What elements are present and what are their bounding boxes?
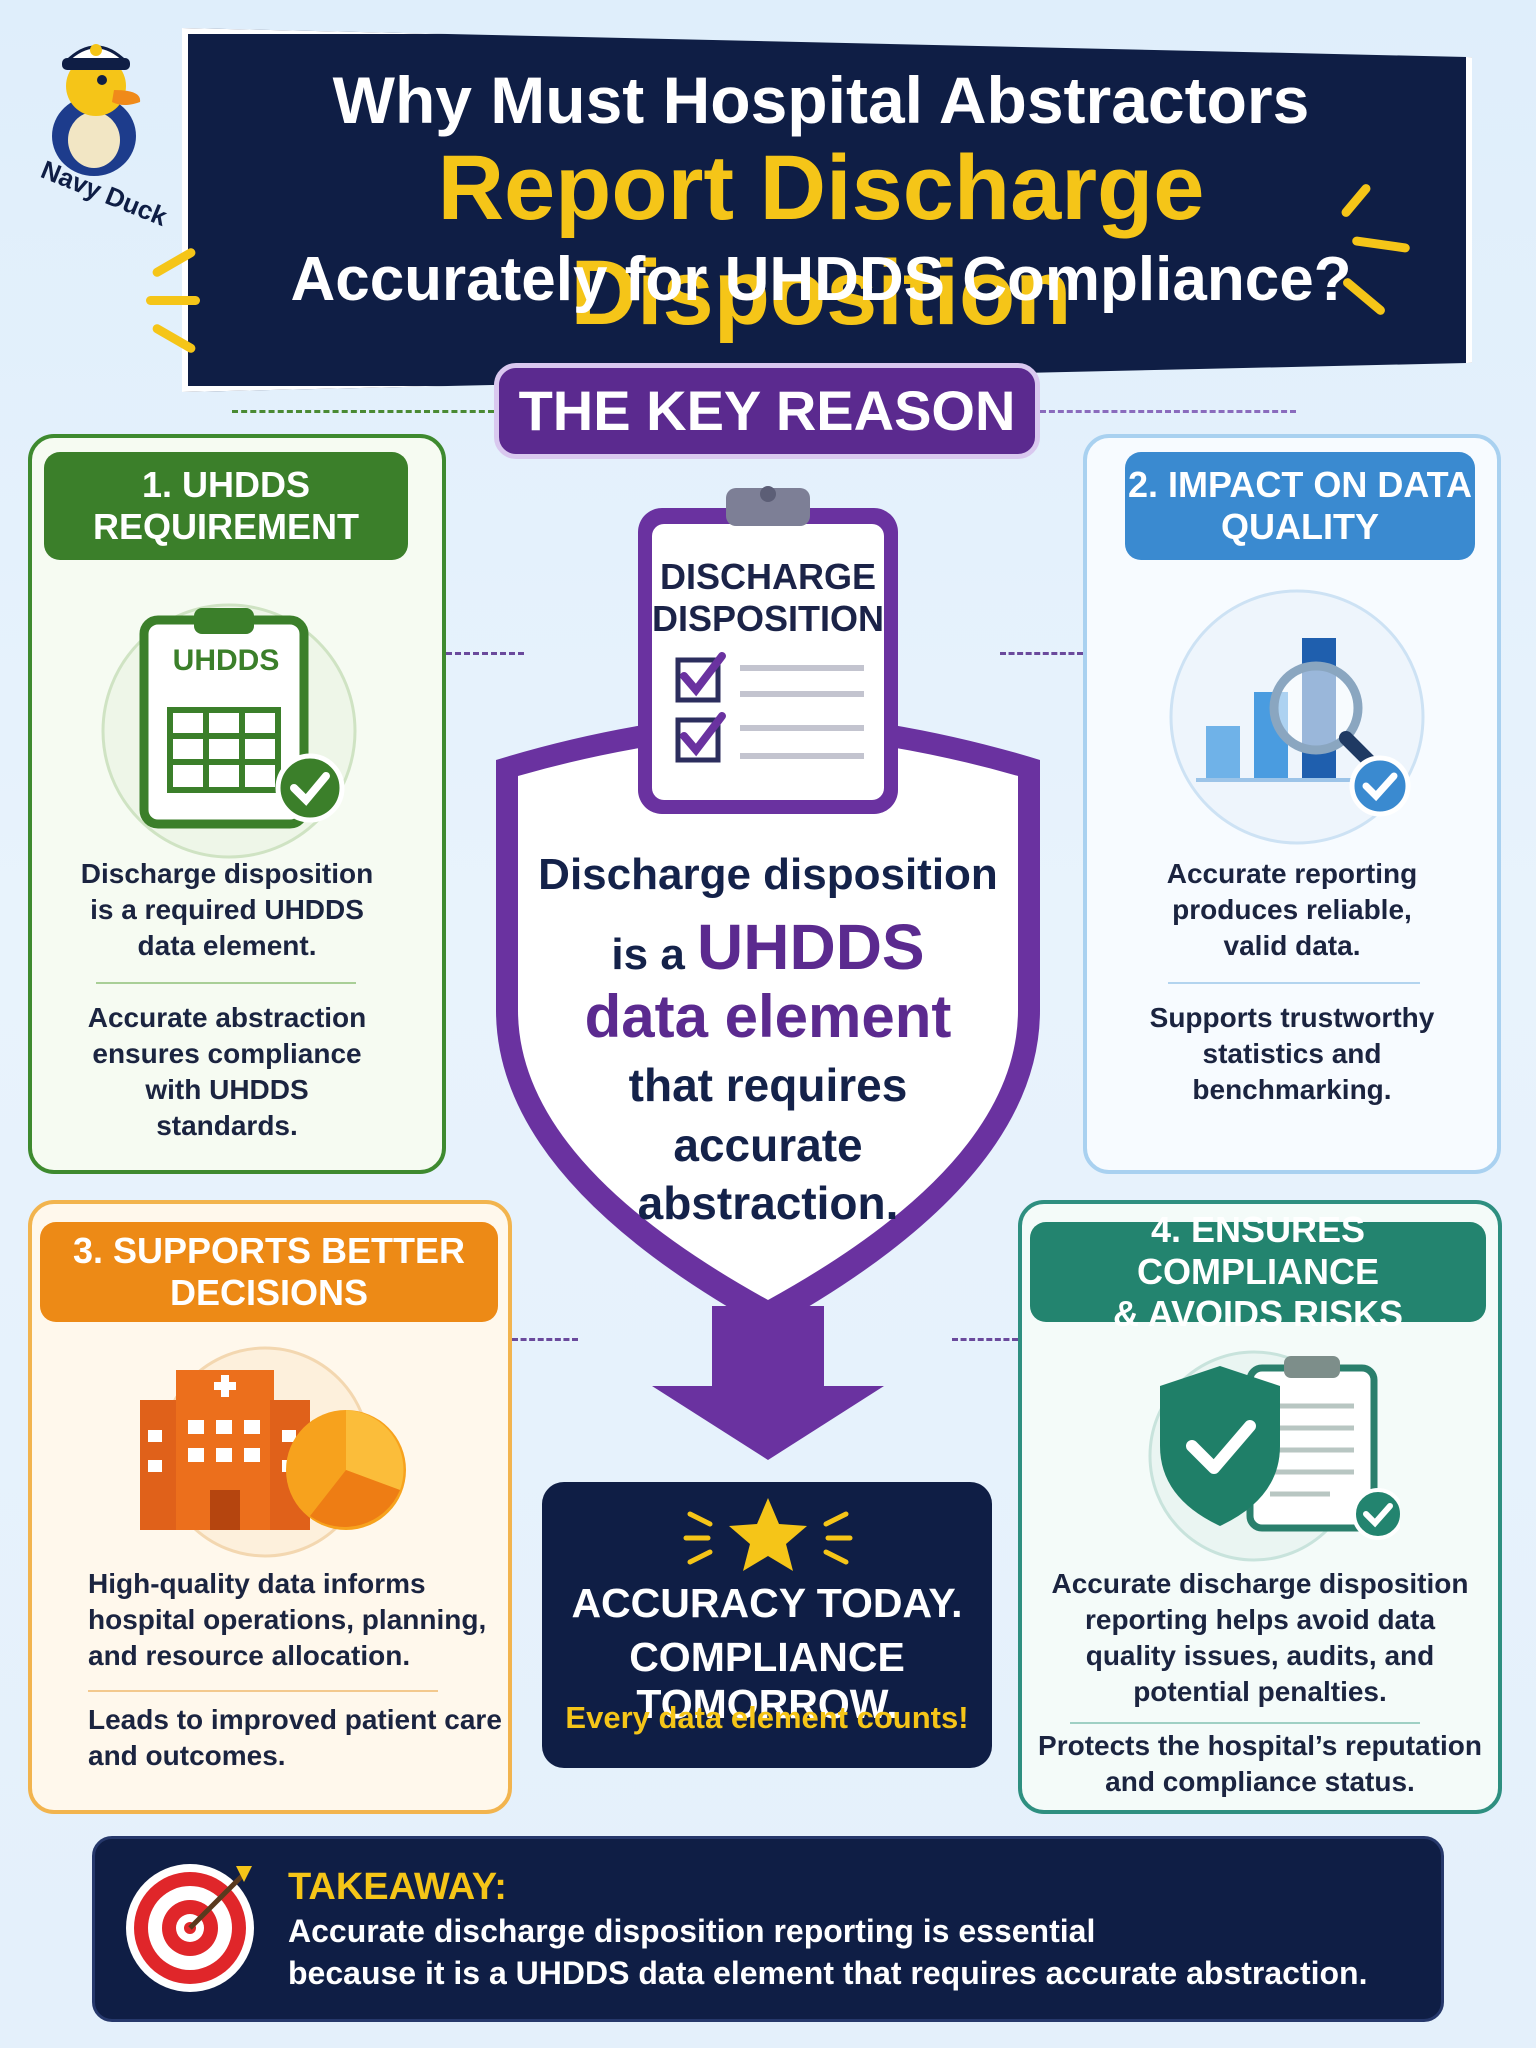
key-reason-pill: THE KEY REASON bbox=[494, 363, 1040, 459]
bar-chart-magnifier-icon bbox=[1166, 586, 1428, 848]
text-line: potential penalties. bbox=[1133, 1676, 1387, 1707]
text-line: with UHDDS bbox=[145, 1074, 309, 1105]
text-line: and outcomes. bbox=[88, 1740, 286, 1771]
connector-line bbox=[952, 1338, 1018, 1341]
uhdds-form-icon bbox=[98, 600, 360, 862]
divider bbox=[88, 1690, 438, 1692]
text-line: Leads to improved patient care bbox=[88, 1704, 502, 1735]
card-4-title-line-2: & AVOIDS RISKS bbox=[1112, 1293, 1404, 1334]
hospital-pie-icon bbox=[110, 1340, 420, 1560]
divider bbox=[1168, 982, 1420, 984]
connector-line bbox=[232, 410, 494, 413]
takeaway-text: Accurate discharge disposition reporting… bbox=[288, 1910, 1428, 1994]
connector-line bbox=[1000, 652, 1083, 655]
shield-document-icon bbox=[1120, 1346, 1404, 1566]
text-line: High-quality data informs bbox=[88, 1568, 426, 1599]
statement-line-4: that requires bbox=[628, 1059, 908, 1111]
statement-line-1: Discharge disposition bbox=[538, 850, 998, 899]
target-icon bbox=[120, 1856, 260, 1996]
clipboard-title: DISCHARGE DISPOSITION bbox=[632, 556, 904, 640]
title-line-2: Report Discharge Disposition bbox=[437, 137, 1205, 344]
card-2-para-1: Accurate reporting produces reliable, va… bbox=[1104, 856, 1480, 964]
takeaway-line-2: because it is a UHDDS data element that … bbox=[288, 1955, 1368, 1991]
text-line: Accurate abstraction bbox=[87, 1002, 367, 1033]
card-3-para-1: High-quality data informs hospital opera… bbox=[88, 1566, 508, 1674]
card-2-title-line-2: QUALITY bbox=[1221, 506, 1379, 547]
statement-line-2a: is a bbox=[611, 930, 685, 979]
card-3-para-2: Leads to improved patient care and outco… bbox=[88, 1702, 508, 1774]
divider bbox=[1070, 1722, 1420, 1724]
text-line: Accurate reporting bbox=[1166, 858, 1418, 889]
text-line: valid data. bbox=[1223, 930, 1361, 961]
clipboard-title-line-1: DISCHARGE bbox=[659, 556, 877, 597]
statement-line-2: is a UHDDS bbox=[486, 910, 1050, 984]
card-4-para-1: Accurate discharge disposition reporting… bbox=[1030, 1566, 1490, 1710]
takeaway-box bbox=[92, 1836, 1444, 2022]
text-line: quality issues, audits, and bbox=[1085, 1640, 1435, 1671]
text-line: Protects the hospital’s reputation bbox=[1038, 1730, 1482, 1761]
connector-line bbox=[446, 652, 524, 655]
card-3-title-line-2: DECISIONS bbox=[169, 1272, 369, 1313]
statement-uhdds: UHDDS bbox=[697, 911, 925, 983]
connector-line bbox=[512, 1338, 578, 1341]
card-4-title: 4. ENSURES COMPLIANCE& AVOIDS RISKS bbox=[1030, 1209, 1486, 1334]
central-shield bbox=[486, 710, 1050, 1470]
card-2-para-2: Supports trustworthy statistics and benc… bbox=[1104, 1000, 1480, 1108]
clipboard-icon bbox=[632, 480, 904, 820]
text-line: benchmarking. bbox=[1192, 1074, 1392, 1105]
duck-mascot-icon bbox=[52, 44, 141, 176]
clipboard-title-line-2: DISPOSITION bbox=[651, 598, 885, 639]
statement-line-3: data element bbox=[584, 983, 952, 1050]
card-1-para-1: Discharge disposition is a required UHDD… bbox=[40, 856, 414, 964]
card-4-title-line-1: 4. ENSURES COMPLIANCE bbox=[1137, 1209, 1379, 1292]
text-line: ensures compliance bbox=[92, 1038, 362, 1069]
uhdds-icon-label: UHDDS bbox=[172, 644, 280, 677]
title-line-1: Why Must Hospital Abstractors bbox=[332, 63, 1310, 137]
text-line: reporting helps avoid data bbox=[1084, 1604, 1436, 1635]
takeaway-line-1: Accurate discharge disposition reporting… bbox=[288, 1913, 1096, 1949]
statement-line-6: abstraction. bbox=[637, 1177, 899, 1229]
title-line-3: Accurately for UHDDS Compliance? bbox=[290, 245, 1352, 314]
star-icon bbox=[680, 1494, 856, 1574]
text-line: Discharge disposition bbox=[80, 858, 374, 889]
text-line: and resource allocation. bbox=[88, 1640, 411, 1671]
text-line: hospital operations, planning, bbox=[88, 1604, 487, 1635]
text-line: statistics and bbox=[1202, 1038, 1382, 1069]
accuracy-line-1: ACCURACY TODAY. bbox=[571, 1580, 963, 1626]
divider bbox=[96, 982, 356, 984]
text-line: Accurate discharge disposition bbox=[1051, 1568, 1469, 1599]
card-3-title-line-1: 3. SUPPORTS BETTER bbox=[72, 1230, 466, 1271]
card-2-title-line-1: 2. IMPACT ON DATA bbox=[1128, 464, 1472, 505]
navy-duck-logo: Navy Duck bbox=[14, 18, 184, 238]
card-1-para-2: Accurate abstraction ensures compliance … bbox=[40, 1000, 414, 1144]
card-4-para-2: Protects the hospital’s reputation and c… bbox=[1030, 1728, 1490, 1800]
accuracy-line-3: Every data element counts! bbox=[565, 1700, 969, 1735]
text-line: produces reliable, bbox=[1172, 894, 1412, 925]
text-line: data element. bbox=[137, 930, 317, 961]
takeaway-heading: TAKEAWAY: bbox=[288, 1866, 507, 1908]
connector-line bbox=[1040, 410, 1296, 413]
text-line: is a required UHDDS bbox=[90, 894, 364, 925]
card-1-title-line-1: 1. UHDDS bbox=[141, 464, 310, 505]
text-line: and compliance status. bbox=[1105, 1766, 1415, 1797]
text-line: Supports trustworthy bbox=[1149, 1002, 1435, 1033]
card-1-title-line-2: REQUIREMENT bbox=[92, 506, 359, 547]
text-line: standards. bbox=[156, 1110, 298, 1141]
accuracy-line-2: COMPLIANCE TOMORROW. bbox=[629, 1634, 905, 1727]
statement-line-5: accurate bbox=[673, 1119, 863, 1171]
